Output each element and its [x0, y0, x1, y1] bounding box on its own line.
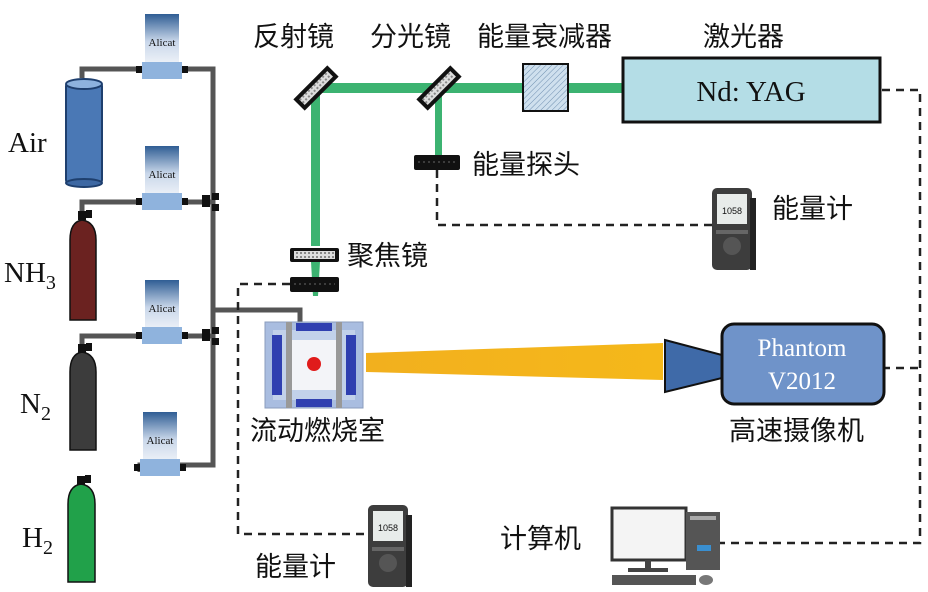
alicat-label: Alicat: [147, 435, 174, 447]
energy-probe-2: [290, 277, 339, 292]
reflector-mirror: [293, 65, 339, 111]
focusing-lens: [290, 248, 339, 262]
high-speed-camera: Phantom V2012: [664, 322, 886, 406]
imaging-beam: [366, 343, 663, 380]
h2-cylinder: [67, 475, 96, 583]
gas-label-nh3: NH3: [4, 257, 56, 294]
gas-label-air: Air: [8, 127, 47, 159]
valves: [202, 193, 219, 345]
label-energy-meter-bottom: 能量计: [255, 552, 336, 583]
energy-attenuator: [522, 63, 569, 112]
laser-model: Nd: YAG: [696, 76, 805, 108]
computer: [610, 506, 720, 585]
n2-cylinder: [69, 343, 97, 451]
gas-label-n2: N2: [20, 388, 51, 425]
camera-model-line2: V2012: [768, 368, 836, 395]
energy-probe: [414, 155, 460, 170]
flow-controller-n2: Alicat: [136, 280, 188, 344]
label-focusing-lens: 聚焦镜: [347, 241, 428, 272]
flow-controller-h2: Alicat: [134, 412, 186, 476]
label-combustion-chamber: 流动燃烧室: [250, 416, 385, 447]
flow-controller-nh3: Alicat: [136, 146, 188, 210]
energy-meter-bottom: 1058: [368, 505, 412, 587]
label-energy-probe: 能量探头: [472, 150, 580, 181]
air-cylinder: [65, 78, 103, 188]
gas-label-h2: H2: [22, 522, 53, 559]
label-computer: 计算机: [500, 524, 581, 555]
energy-meter-top: 1058: [712, 188, 756, 270]
nh3-cylinder: [69, 210, 97, 321]
signal-lines: [236, 88, 922, 545]
gas-pipes: [79, 66, 303, 472]
label-laser: 激光器: [703, 22, 784, 53]
combustion-chamber: [264, 321, 364, 409]
nd-yag-laser: Nd: YAG: [621, 56, 882, 124]
meter-reading: 1058: [722, 206, 742, 216]
label-attenuator: 能量衰减器: [477, 22, 612, 53]
alicat-label: Alicat: [149, 37, 176, 49]
label-camera: 高速摄像机: [729, 416, 864, 447]
label-beam-splitter: 分光镜: [370, 22, 451, 53]
beam-splitter: [416, 65, 462, 111]
flow-controller-air: Alicat: [136, 14, 188, 79]
meter-reading: 1058: [378, 523, 398, 533]
camera-model-line1: Phantom: [758, 335, 847, 362]
alicat-label: Alicat: [149, 169, 176, 181]
alicat-label: Alicat: [149, 303, 176, 315]
label-energy-meter-top: 能量计: [772, 194, 853, 225]
label-reflector: 反射镜: [253, 22, 334, 53]
